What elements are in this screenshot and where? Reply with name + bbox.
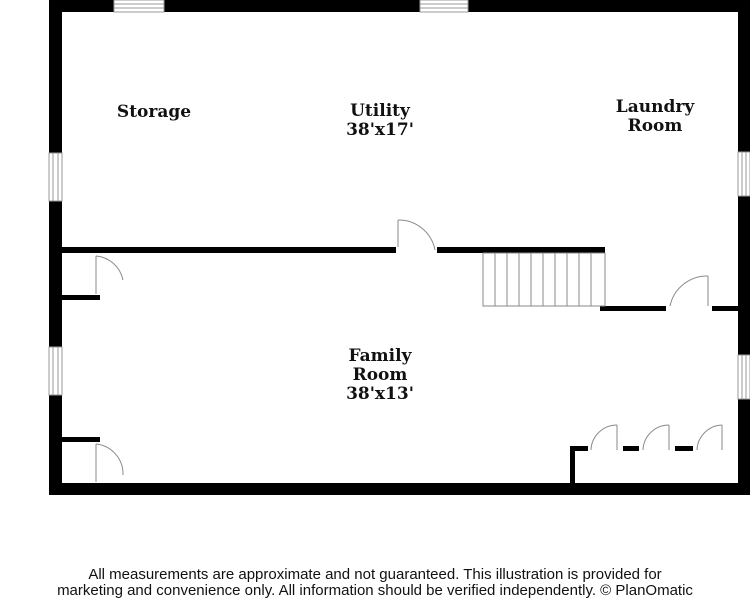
windows [48, 0, 750, 400]
door-swing-icon [95, 255, 124, 294]
wall-closet-top-left [62, 295, 100, 300]
window-icon [737, 354, 750, 400]
family-name-line2: Room [352, 365, 408, 385]
family-dimensions: 38'x13' [346, 384, 414, 404]
laundry-name-line2: Room [627, 116, 683, 136]
room-label-utility: Utility 38'x17' [330, 102, 430, 140]
door-swing-icon [696, 424, 723, 451]
wall-laundry-bottom-right [712, 306, 738, 311]
door-swing-icon [95, 443, 124, 482]
room-label-family: Family Room 38'x13' [330, 347, 430, 404]
door-swing-icon [642, 424, 670, 451]
wall-closet-row-stub [570, 446, 588, 451]
wall-laundry-bottom-left [600, 306, 666, 311]
doors [95, 219, 723, 482]
laundry-name-line1: Laundry [615, 97, 695, 117]
interior-walls [62, 247, 738, 483]
window-icon [48, 152, 63, 202]
disclaimer-line-2: marketing and convenience only. All info… [57, 582, 693, 599]
wall-left [49, 0, 62, 495]
stairs-icon [482, 252, 606, 307]
wall-top [49, 0, 749, 12]
wall-bottom [49, 483, 750, 495]
family-name-line1: Family [348, 346, 412, 366]
wall-closet-seg-1 [623, 446, 639, 451]
wall-closet-seg-2 [675, 446, 693, 451]
room-label-storage: Storage [104, 103, 204, 122]
storage-name: Storage [116, 102, 192, 122]
door-swing-icon [590, 424, 618, 451]
disclaimer-line-1: All measurements are approximate and not… [88, 566, 662, 583]
door-swing-icon [669, 275, 709, 307]
wall-divider-right [437, 247, 605, 253]
wall-divider-left [62, 247, 396, 253]
door-swing-icon [397, 219, 436, 251]
wall-closet-row-post [570, 446, 575, 483]
window-icon [48, 346, 63, 396]
wall-right [738, 0, 750, 495]
window-icon [419, 0, 469, 13]
disclaimer: All measurements are approximate and not… [0, 567, 750, 599]
room-label-laundry: Laundry Room [605, 98, 705, 136]
window-icon [737, 151, 750, 197]
utility-name: Utility [350, 101, 410, 121]
window-icon [113, 0, 165, 13]
utility-dimensions: 38'x17' [346, 120, 414, 140]
wall-closet-bottom-left [62, 437, 100, 442]
